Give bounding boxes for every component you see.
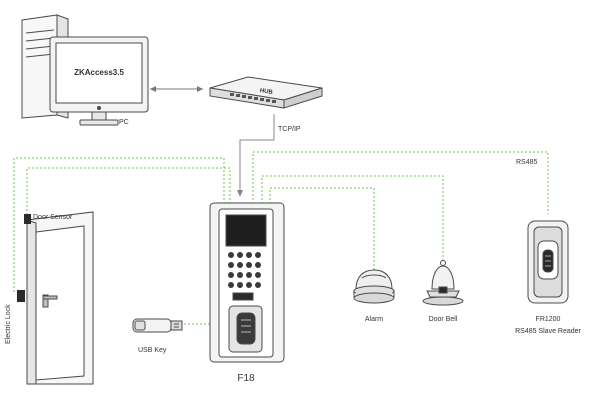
pc [21,14,149,126]
usb-key-label: USB Key [138,347,167,354]
pc-monitor [49,36,149,126]
rs485-label: RS485 [516,159,538,166]
f18-card-area [232,292,254,301]
door-sensor-label: Door Sensor [33,214,73,221]
alarm [353,269,395,304]
electric-lock-label: Electric Lock [5,304,12,344]
usb-key [132,318,183,333]
f18-device [209,202,285,363]
f18-keypad [228,252,261,288]
alarm-label: Alarm [365,316,383,323]
fr1200-reader [527,220,569,304]
wires [13,86,549,325]
door-bell-label: Door Bell [429,316,458,323]
pc-label: PC [119,119,129,126]
tcpip-label: TCP/IP [278,126,301,133]
door [26,211,94,385]
f18-label: F18 [237,373,255,384]
door-bell [422,260,464,306]
green-wires [13,151,549,325]
tcpip-link [237,114,275,197]
software-label: ZKAccess3.5 [74,68,124,77]
hub-ports [230,93,276,103]
fr1200-label: FR1200 [536,316,561,323]
door-sensor-block [24,214,31,224]
f18-fingerprint-sensor [228,305,263,353]
fr1200-desc-label: RS485 Slave Reader [515,328,581,335]
f18-screen [225,214,267,247]
hub-label: HUB [259,88,273,96]
door-handle [42,294,58,308]
electric-lock-block [17,290,25,302]
pc-hub-link [150,86,203,92]
hub-switch [209,76,323,109]
